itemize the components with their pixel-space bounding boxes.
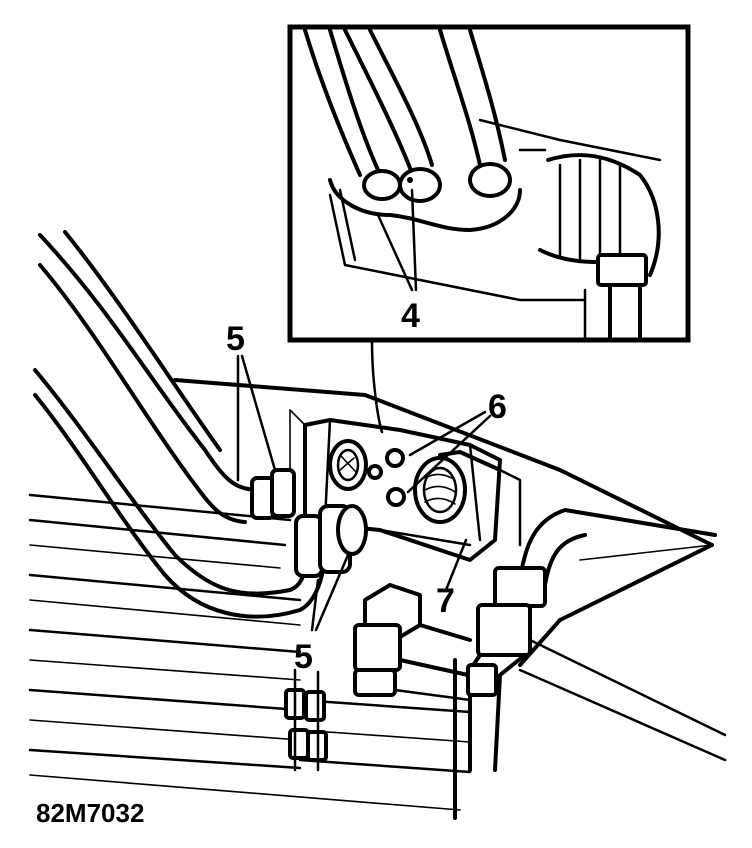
union-lower-nut bbox=[476, 603, 532, 657]
valve-port-left bbox=[328, 439, 368, 491]
inset-block bbox=[328, 118, 662, 302]
callout-label-5-upper: 5 bbox=[226, 320, 245, 358]
bolt-upper bbox=[385, 448, 405, 468]
callout-label-4: 4 bbox=[401, 297, 420, 335]
center-pin bbox=[367, 464, 383, 480]
chassis-rails bbox=[28, 493, 472, 820]
detail-inset bbox=[287, 24, 691, 343]
valve-port-right bbox=[413, 456, 467, 524]
union-upper-nut bbox=[493, 566, 547, 608]
inset-hose-fitting bbox=[538, 153, 661, 342]
right-pipe-union bbox=[466, 508, 717, 772]
bolt-lower bbox=[386, 487, 406, 507]
inset-pipes bbox=[303, 28, 507, 177]
bulkhead-panel bbox=[173, 378, 727, 762]
lower-pipe-assembly bbox=[33, 368, 368, 619]
callout-leaders bbox=[236, 354, 492, 632]
figure-code: 82M7032 bbox=[36, 798, 144, 828]
callout-label-7: 7 bbox=[436, 582, 455, 620]
pipe-clamp bbox=[353, 583, 472, 702]
upper-pipe-assembly bbox=[38, 230, 296, 524]
lower-pipe-clips bbox=[284, 668, 328, 772]
upper-pipe-nut-outer bbox=[270, 468, 296, 518]
callout-label-6: 6 bbox=[488, 388, 507, 426]
callout-label-5-lower: 5 bbox=[294, 638, 313, 676]
inset-leader-line bbox=[370, 340, 384, 434]
